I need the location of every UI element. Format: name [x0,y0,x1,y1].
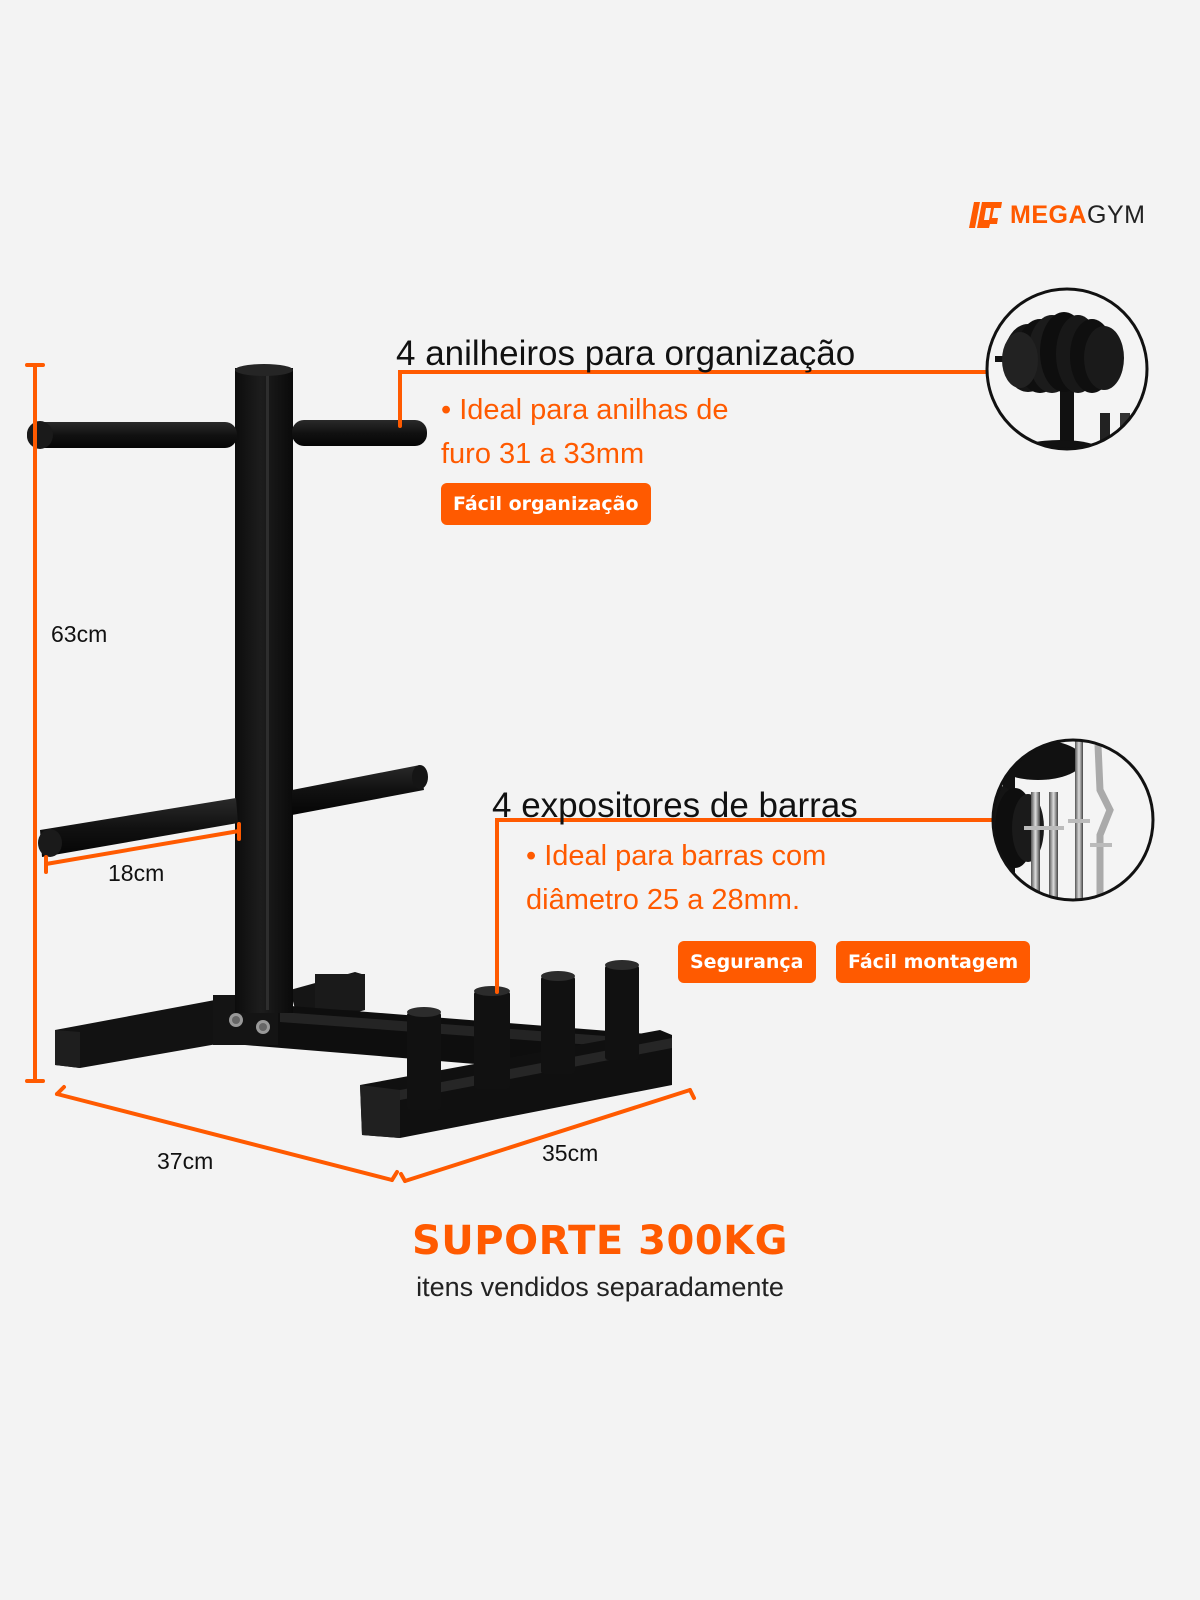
badge-facil-organizacao: Fácil organização [441,483,651,525]
dimension-peg-length-label: 18cm [108,860,165,886]
badge-facil-montagem: Fácil montagem [836,941,1031,983]
sold-separately-note: itens vendidos separadamente [416,1272,784,1302]
badge-seguranca: Segurança [678,941,816,983]
weight-tree-rack [27,364,672,1138]
megagym-logo-icon [969,202,1002,228]
brand-name: MEGAGYM [1010,201,1146,229]
feature-plate-pegs-desc-line2: furo 31 a 33mm [441,438,645,470]
feature-plate-pegs-desc-line1: • Ideal para anilhas de [441,394,729,426]
dimension-base-depth-label: 37cm [157,1148,214,1174]
capacity-headline: SUPORTE 300KG [412,1218,788,1264]
feature-bar-holders-desc-line2: diâmetro 25 a 28mm. [526,884,801,916]
feature-bar-holders-desc-line1: • Ideal para barras com [526,840,827,872]
dimension-base-width-label: 35cm [542,1140,599,1166]
feature-bar-holders-title: 4 expositores de barras [492,786,858,825]
bars-in-holders-photo [991,738,1155,902]
weight-plates-on-peg-photo [985,287,1149,451]
feature-plate-pegs-title: 4 anilheiros para organização [396,334,856,373]
dimension-lines [25,363,995,1183]
dimension-height-label: 63cm [51,621,108,647]
brand-logo: MEGAGYM [968,200,1145,230]
